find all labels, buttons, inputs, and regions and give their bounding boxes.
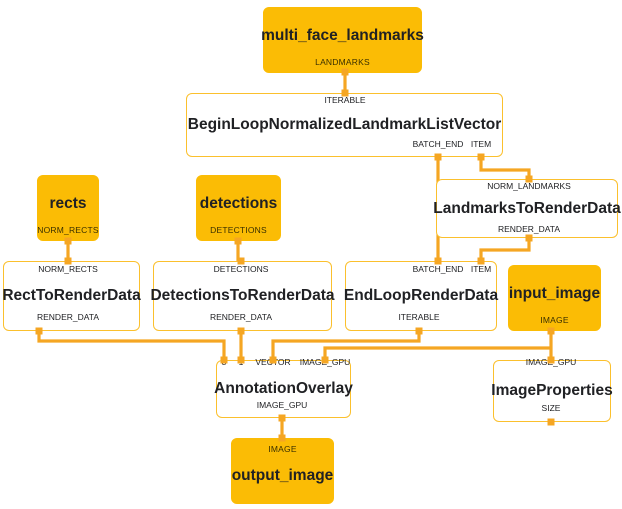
edge-item-to-landmarksrender: [479, 157, 531, 179]
port-row-detections-out: DETECTIONS: [197, 225, 280, 235]
port-dot-output-image-in[interactable]: [278, 434, 286, 442]
node-begin-loop-normalized-landmark-list-vector[interactable]: BeginLoopNormalizedLandmarkListVector: [186, 93, 503, 157]
node-title-output-image: output_image: [231, 467, 334, 485]
port-dot-begin-loop-item[interactable]: [477, 153, 485, 161]
edge-inputimage-to-overlay-imagegpu: [323, 346, 551, 360]
node-title-rects: rects: [49, 195, 87, 213]
node-rect-to-render-data[interactable]: RectToRenderData: [2, 261, 141, 331]
port-label-detections-out: DETECTIONS: [210, 225, 267, 235]
port-dot-overlay-vector[interactable]: [269, 356, 277, 364]
port-dot-begin-loop-batch-end[interactable]: [434, 153, 442, 161]
node-title-landmarks-to-render-data: LandmarksToRenderData: [433, 199, 621, 217]
node-image-properties[interactable]: ImageProperties: [491, 360, 613, 422]
port-dot-overlay-image-gpu-out[interactable]: [278, 414, 286, 422]
node-end-loop-render-data[interactable]: EndLoopRenderData: [343, 261, 499, 331]
port-row-output-image-in: IMAGE: [232, 444, 333, 454]
port-dot-rect-render-out[interactable]: [35, 327, 43, 335]
port-dot-image-properties-in[interactable]: [547, 356, 555, 364]
node-title-annotation-overlay: AnnotationOverlay: [214, 380, 353, 398]
port-label-landmarks: LANDMARKS: [315, 57, 370, 67]
port-dot-overlay-image-gpu-in[interactable]: [321, 356, 329, 364]
node-landmarks-to-render-data[interactable]: LandmarksToRenderData: [433, 179, 621, 238]
node-output-image[interactable]: IMAGE output_image: [231, 438, 334, 504]
port-dot-rects-out[interactable]: [64, 237, 72, 245]
node-input-image[interactable]: input_image IMAGE: [508, 265, 601, 331]
port-dot-overlay-3[interactable]: [220, 356, 228, 364]
node-title-detections-to-render-data: DetectionsToRenderData: [150, 287, 335, 305]
edge-rectrender-to-overlay-3: [37, 331, 226, 360]
node-title-begin-loop: BeginLoopNormalizedLandmarkListVector: [187, 116, 502, 134]
node-detections[interactable]: detections DETECTIONS: [196, 175, 281, 241]
edge-landmarksrender-to-endloop-item: [479, 238, 531, 261]
port-dot-begin-loop-iterable[interactable]: [341, 89, 349, 97]
node-title-input-image: input_image: [508, 285, 601, 303]
port-dot-end-loop-iterable[interactable]: [415, 327, 423, 335]
port-label-norm-rects-out: NORM_RECTS: [37, 225, 99, 235]
node-title-rect-to-render-data: RectToRenderData: [2, 287, 141, 305]
port-dot-multi-face-landmarks-out[interactable]: [341, 68, 349, 76]
node-rects[interactable]: rects NORM_RECTS: [37, 175, 99, 241]
port-dot-overlay-1[interactable]: [237, 356, 245, 364]
node-title-end-loop-render-data: EndLoopRenderData: [343, 287, 499, 305]
port-row-rects-out: NORM_RECTS: [37, 225, 99, 235]
node-multi-face-landmarks[interactable]: multi_face_landmarks LANDMARKS: [261, 7, 424, 73]
port-dot-end-loop-item[interactable]: [477, 257, 485, 265]
edge-endloop-to-overlay-vector: [271, 331, 421, 360]
node-title-image-properties: ImageProperties: [491, 382, 613, 400]
port-label-output-image-in: IMAGE: [268, 444, 297, 454]
node-annotation-overlay[interactable]: AnnotationOverlay: [214, 360, 353, 418]
port-dot-detections-render-out[interactable]: [237, 327, 245, 335]
port-dot-landmarks-render-out[interactable]: [525, 234, 533, 242]
node-title-detections: detections: [199, 195, 278, 213]
port-dot-rect-render-in[interactable]: [64, 257, 72, 265]
node-detections-to-render-data[interactable]: DetectionsToRenderData: [150, 261, 335, 331]
port-row-multi-face-landmarks-out: LANDMARKS: [264, 57, 421, 67]
node-title-multi-face-landmarks: multi_face_landmarks: [261, 27, 424, 45]
port-dot-image-properties-out[interactable]: [547, 418, 555, 426]
port-dot-input-image-out[interactable]: [547, 327, 555, 335]
port-dot-detections-out[interactable]: [234, 237, 242, 245]
port-dot-landmarks-render-in[interactable]: [525, 175, 533, 183]
port-row-input-image-out: IMAGE: [509, 315, 600, 325]
port-dot-end-loop-batch-end[interactable]: [434, 257, 442, 265]
port-label-input-image-out: IMAGE: [540, 315, 569, 325]
port-dot-detections-render-in[interactable]: [237, 257, 245, 265]
